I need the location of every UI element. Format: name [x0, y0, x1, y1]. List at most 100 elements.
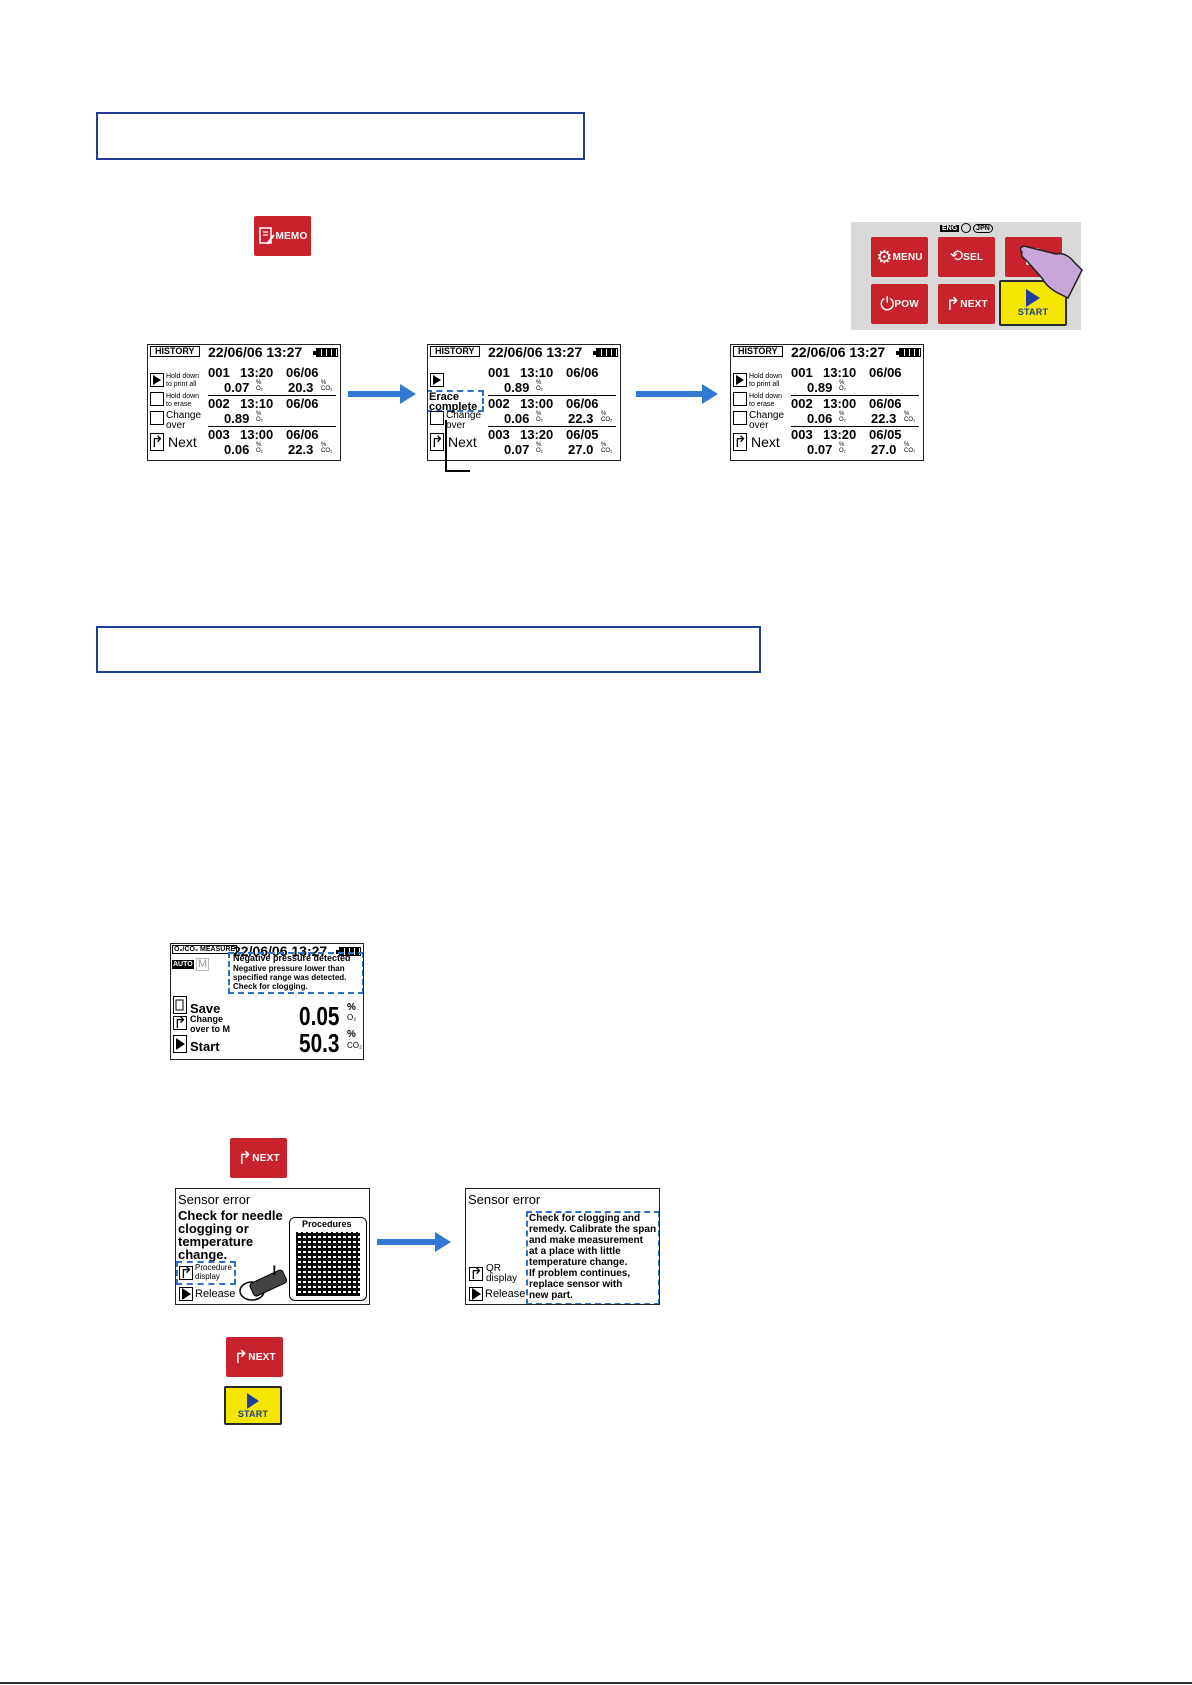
sensor2-line-7: replace sensor with	[529, 1279, 623, 1290]
procedure-display-line-1: Procedure	[195, 1263, 232, 1272]
language-indicator: ENG JPN	[940, 223, 993, 233]
release-play-icon	[469, 1287, 483, 1301]
side-change-line-2: over	[446, 420, 466, 431]
row-co2-unit: CO₂	[601, 448, 613, 454]
row-divider	[208, 426, 336, 428]
next-arrow-icon: ↱	[430, 433, 444, 451]
section-header-box-2	[96, 626, 761, 673]
row-time: 13:20	[520, 427, 554, 442]
row-o2-unit: O₂	[256, 386, 263, 392]
row-o2-unit: O₂	[536, 417, 543, 423]
sel-icon: ⟲	[949, 248, 964, 265]
sensor2-line-2: remedy. Calibrate the span	[529, 1224, 657, 1235]
next-arrow-icon: ↱	[733, 433, 747, 451]
power-icon: ⏻	[880, 294, 895, 314]
sensor2-line-1: Check for clogging and	[529, 1213, 641, 1224]
side-print-line-2: to print all	[749, 381, 780, 388]
row-o2-unit: O₂	[536, 386, 543, 392]
start-key[interactable]: START	[224, 1386, 282, 1425]
memo-icon	[258, 227, 275, 245]
row-o2-value: 0.89	[224, 411, 250, 426]
row-co2-value: 27.0	[568, 442, 594, 457]
side-print-line-2: to print all	[166, 381, 197, 388]
row-number: 002	[208, 396, 230, 411]
row-co2-pct: %	[321, 442, 327, 448]
sensor-error-screen-1: Sensor error Check for needle clogging o…	[175, 1188, 370, 1305]
side-change-line-2: over	[749, 420, 769, 431]
row-co2-value: 22.3	[288, 442, 314, 457]
row-o2-value: 0.07	[807, 442, 833, 457]
auto-badge: AUTO	[172, 960, 194, 969]
history-datetime: 22/06/06 13:27	[791, 344, 886, 360]
row-number: 003	[208, 427, 230, 442]
row-o2-pct: %	[839, 411, 845, 417]
print-play-icon	[150, 373, 164, 387]
change-line-1: Change	[190, 1014, 224, 1024]
row-date: 06/06	[286, 427, 319, 442]
row-time: 13:20	[823, 427, 857, 442]
pow-key[interactable]: ⏻ POW	[871, 284, 928, 324]
erase-msg-line-1: Erace	[429, 391, 459, 403]
sensor2-line-8: new part.	[529, 1290, 573, 1301]
leader-line-foot	[445, 470, 470, 472]
row-co2-unit: CO₂	[601, 417, 613, 423]
sensor2-highlight	[526, 1211, 659, 1304]
memo-key[interactable]: MEMO	[254, 216, 311, 256]
flow-arrow-2	[636, 384, 718, 404]
side-erase-line-1: Hold down	[166, 393, 200, 400]
side-next: Next	[448, 434, 477, 450]
row-co2-pct: %	[904, 411, 910, 417]
sel-key[interactable]: ⟲ SEL	[938, 237, 995, 277]
row-date: 06/06	[286, 365, 319, 380]
qr-display-line-1: QR	[486, 1263, 501, 1274]
row-o2-value: 0.89	[504, 380, 530, 395]
start-key-label: START	[1017, 307, 1049, 317]
measure-datetime: 22/06/06 13:27	[233, 943, 328, 959]
measure-screen: O₂/CO₂ MEASURE 22/06/06 13:27 AUTO M Neg…	[170, 943, 364, 1060]
side-change-line-1: Change	[749, 410, 785, 421]
history-tag: HISTORY	[150, 346, 200, 357]
row-number: 002	[488, 396, 510, 411]
sensor2-line-5: temperature change.	[529, 1257, 628, 1268]
alert-highlight	[228, 952, 363, 994]
next-key-1[interactable]: ↱ NEXT	[230, 1138, 287, 1178]
next-key-panel[interactable]: ↱ NEXT	[938, 284, 995, 324]
next-arrow-icon: ↱	[233, 1347, 249, 1367]
next-key-2[interactable]: ↱ NEXT	[226, 1337, 283, 1377]
sensor-error-screen-2: Sensor error Check for clogging and reme…	[465, 1188, 660, 1305]
erase-highlight	[428, 390, 484, 412]
memo-key-label: MEMO	[275, 230, 308, 242]
menu-key[interactable]: ⚙ MENU	[871, 237, 928, 277]
save-icon	[173, 996, 187, 1014]
row-number: 003	[488, 427, 510, 442]
start-play-icon	[173, 1035, 187, 1053]
sensor1-title: Sensor error	[178, 1192, 251, 1207]
pointing-hand-icon	[1019, 245, 1083, 300]
row-time: 13:20	[240, 365, 274, 380]
battery-icon	[313, 348, 338, 357]
menu-key-label: MENU	[892, 251, 923, 263]
row-o2-pct: %	[536, 442, 542, 448]
alert-line-3: Check for clogging.	[233, 982, 308, 991]
row-o2-value: 0.07	[504, 442, 530, 457]
qr-code-icon	[296, 1232, 360, 1296]
row-date: 06/06	[869, 365, 902, 380]
lang-jpn: JPN	[973, 223, 993, 233]
device-panel: ENG JPN ⚙ MENU ⟲ SEL ⏻ POW ↱ NEXT START	[851, 222, 1083, 330]
qr-arrow-icon: ↱	[469, 1266, 483, 1283]
alert-line-2: specified range was detected.	[233, 973, 347, 982]
side-erase-line-2: to erase	[166, 401, 192, 408]
row-time: 13:00	[520, 396, 554, 411]
sensor1-line-2: clogging or	[178, 1221, 249, 1236]
sensor-part-icon: !	[239, 1263, 288, 1301]
row-o2-unit: O₂	[839, 417, 846, 423]
row-number: 002	[791, 396, 813, 411]
sensor2-title: Sensor error	[468, 1192, 541, 1207]
row-o2-pct: %	[839, 380, 845, 386]
history-datetime: 22/06/06 13:27	[208, 344, 303, 360]
row-o2-pct: %	[839, 442, 845, 448]
change-icon	[430, 411, 444, 425]
change-line-2: over to M	[190, 1024, 231, 1034]
row-o2-value: 0.06	[504, 411, 530, 426]
qr-display-line-2: display	[486, 1273, 518, 1284]
